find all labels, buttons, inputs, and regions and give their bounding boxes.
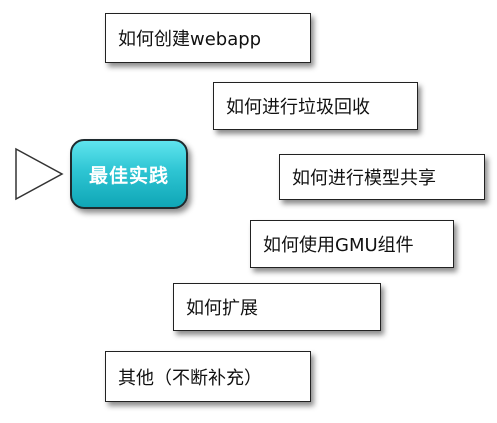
subtopic-model-sharing[interactable]: 如何进行模型共享	[279, 154, 485, 200]
subtopic-others[interactable]: 其他（不断补充）	[105, 351, 311, 402]
central-topic[interactable]: 最佳实践	[70, 139, 188, 209]
subtopic-create-webapp[interactable]: 如何创建webapp	[105, 13, 311, 63]
play-arrow-icon	[15, 147, 64, 201]
subtopic-garbage-collection[interactable]: 如何进行垃圾回收	[213, 82, 418, 130]
subtopic-use-gmu-components[interactable]: 如何使用GMU组件	[250, 220, 454, 268]
subtopic-extend[interactable]: 如何扩展	[173, 283, 381, 331]
